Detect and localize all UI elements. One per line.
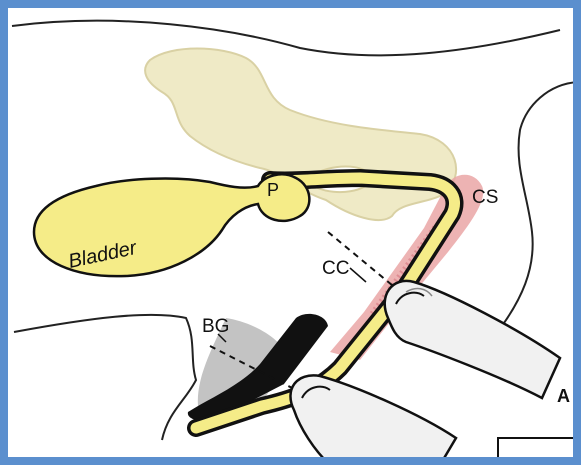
label-corpus-cavernosum: CC — [322, 258, 349, 279]
label-prostate: P — [267, 180, 279, 200]
label-corpus-spongiosum: CS — [472, 187, 498, 208]
edge-mark: A — [557, 386, 570, 406]
label-bulb-gland: BG — [202, 316, 229, 337]
